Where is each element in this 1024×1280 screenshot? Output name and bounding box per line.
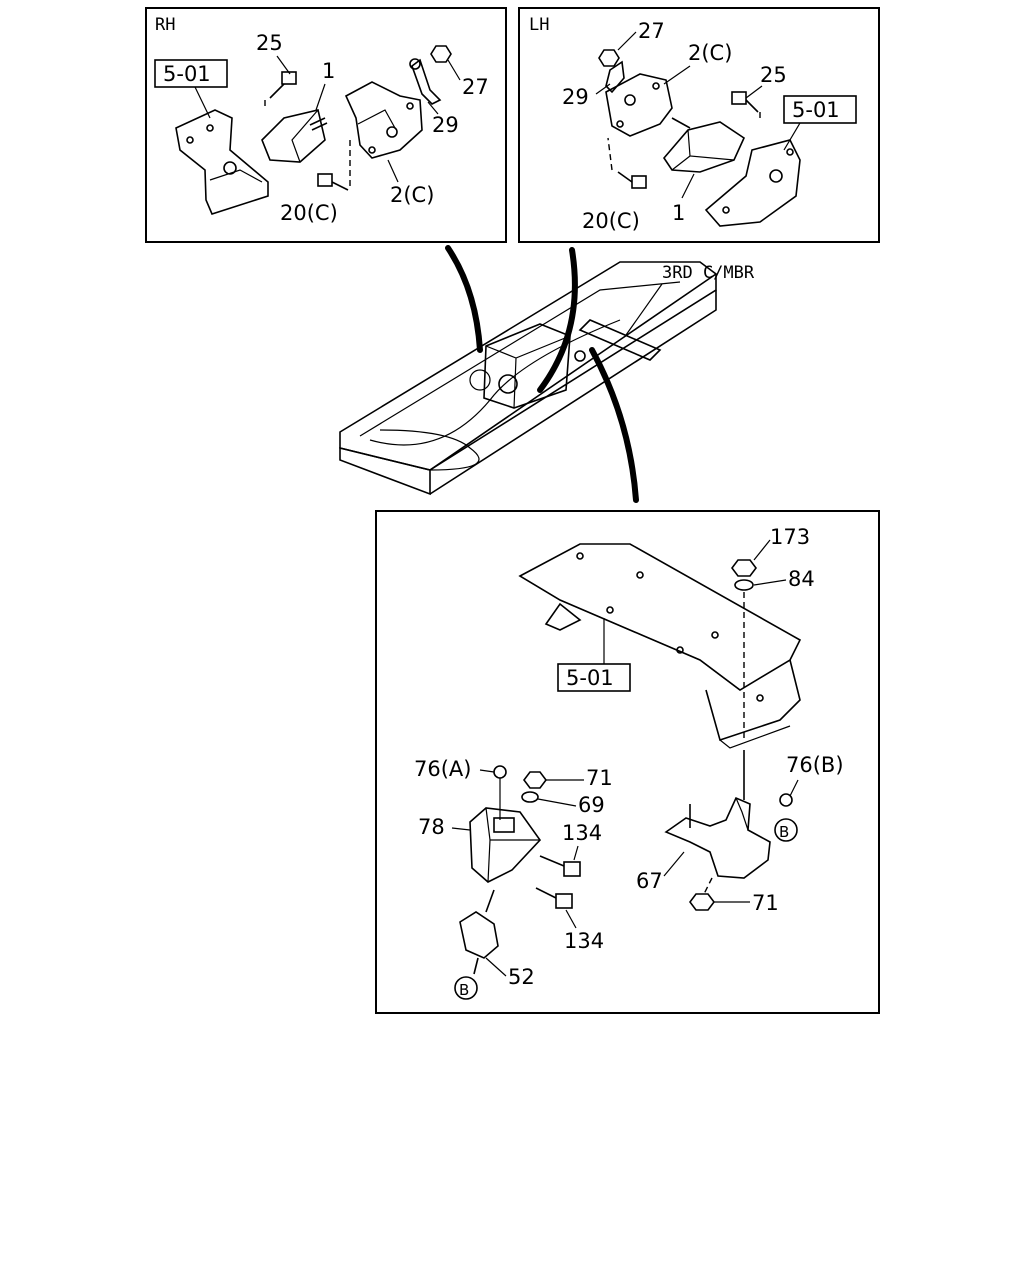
rear-ref-box bbox=[557, 663, 631, 692]
rear-washer69-label: 69 bbox=[578, 793, 605, 817]
lh-frame-bracket bbox=[704, 139, 801, 227]
lh-clip-label: 29 bbox=[562, 85, 589, 109]
rear-mount-panel bbox=[375, 510, 880, 1014]
rear-nut-173 bbox=[731, 559, 757, 577]
lh-mount-label: 1 bbox=[672, 201, 685, 225]
rear-insulator52-label: 52 bbox=[508, 965, 535, 989]
rear-nut-71-bottom bbox=[689, 893, 715, 911]
rear-washer-84 bbox=[734, 579, 754, 591]
rear-callout-leader bbox=[589, 347, 639, 503]
lh-mount-insulator bbox=[662, 121, 746, 173]
rh-mount-insulator bbox=[261, 109, 326, 163]
rh-frame-bracket bbox=[175, 109, 269, 215]
rh-engine-bracket bbox=[344, 81, 423, 159]
lh-bolt25-label: 25 bbox=[760, 63, 787, 87]
lh-bolt25 bbox=[731, 91, 747, 105]
rear-marker-b-right-text: B bbox=[779, 823, 789, 841]
rh-group: RH 5-01 25 1 2(C) 29 bbox=[154, 15, 489, 225]
rear-bracket67-label: 67 bbox=[636, 869, 663, 893]
lh-bolt20-label: 20(C) bbox=[582, 209, 640, 233]
rh-nut-label: 27 bbox=[462, 75, 489, 99]
rear-bolt-134-bottom bbox=[555, 893, 573, 909]
rear-marker-b-left-text: B bbox=[459, 981, 469, 999]
rear-bolt-76b bbox=[779, 793, 793, 807]
rh-clip29 bbox=[411, 58, 442, 105]
lh-engine-bracket bbox=[605, 73, 673, 137]
lh-bracket-label: 2(C) bbox=[688, 41, 732, 65]
rh-bolt20 bbox=[317, 173, 333, 187]
rh-bolt25 bbox=[281, 71, 297, 85]
lh-nut27 bbox=[598, 49, 620, 67]
lh-ref-label: 5-01 bbox=[792, 98, 840, 122]
rear-nut173-label: 173 bbox=[770, 525, 810, 549]
rear-nut71-top-label: 71 bbox=[586, 766, 613, 790]
rear-bracket78-label: 78 bbox=[418, 815, 445, 839]
rear-bolt76b-label: 76(B) bbox=[786, 753, 844, 777]
rh-nut27 bbox=[430, 45, 452, 63]
lh-bolt20 bbox=[631, 175, 647, 189]
rear-marker-b-left bbox=[454, 976, 478, 1000]
lh-nut-label: 27 bbox=[638, 19, 665, 43]
rear-bolt76a-label: 76(A) bbox=[414, 757, 471, 781]
rh-callout-leader bbox=[445, 245, 483, 353]
rh-title: RH bbox=[155, 15, 175, 35]
rear-group: 173 84 5-01 76(A) 71 69 78 134 134 bbox=[414, 525, 844, 1000]
lh-title: LH bbox=[529, 15, 549, 35]
rear-bolt134-bottom-label: 134 bbox=[564, 929, 604, 953]
rear-bolt-76a bbox=[493, 765, 507, 779]
lh-ref-box bbox=[783, 95, 857, 124]
rh-ref-box bbox=[154, 59, 228, 88]
rh-clip-label: 29 bbox=[432, 113, 459, 137]
rh-mount-label: 1 bbox=[322, 59, 335, 83]
lh-group: LH 27 29 2(C) 25 1 5-01 bbox=[529, 15, 857, 233]
rear-crossmember bbox=[518, 543, 802, 691]
rear-washer84-label: 84 bbox=[788, 567, 815, 591]
engine-block bbox=[483, 323, 571, 409]
lh-callout-leader bbox=[537, 247, 578, 393]
chassis-frame-group: 3RD C/MBR bbox=[339, 245, 755, 503]
rear-insulator-52 bbox=[459, 911, 499, 959]
rear-ref-label: 5-01 bbox=[566, 666, 614, 690]
rear-bracket-78 bbox=[469, 807, 542, 883]
rh-bolt25-label: 25 bbox=[256, 31, 283, 55]
rh-bracket-label: 2(C) bbox=[390, 183, 434, 207]
rh-bolt20-label: 20(C) bbox=[280, 201, 338, 225]
crossmember-label: 3RD C/MBR bbox=[662, 263, 755, 283]
rear-bolt-134-top bbox=[563, 861, 581, 877]
rh-ref-label: 5-01 bbox=[163, 62, 211, 86]
lh-engine-mount-panel bbox=[518, 7, 880, 243]
rear-bolt134-top-label: 134 bbox=[562, 821, 602, 845]
rear-marker-b-right bbox=[774, 818, 798, 842]
third-crossmember bbox=[578, 319, 662, 361]
rear-bracket-67 bbox=[664, 796, 771, 879]
rear-nut-71-top bbox=[523, 771, 547, 789]
rear-washer-69 bbox=[521, 791, 539, 803]
rear-nut71-bottom-label: 71 bbox=[752, 891, 779, 915]
